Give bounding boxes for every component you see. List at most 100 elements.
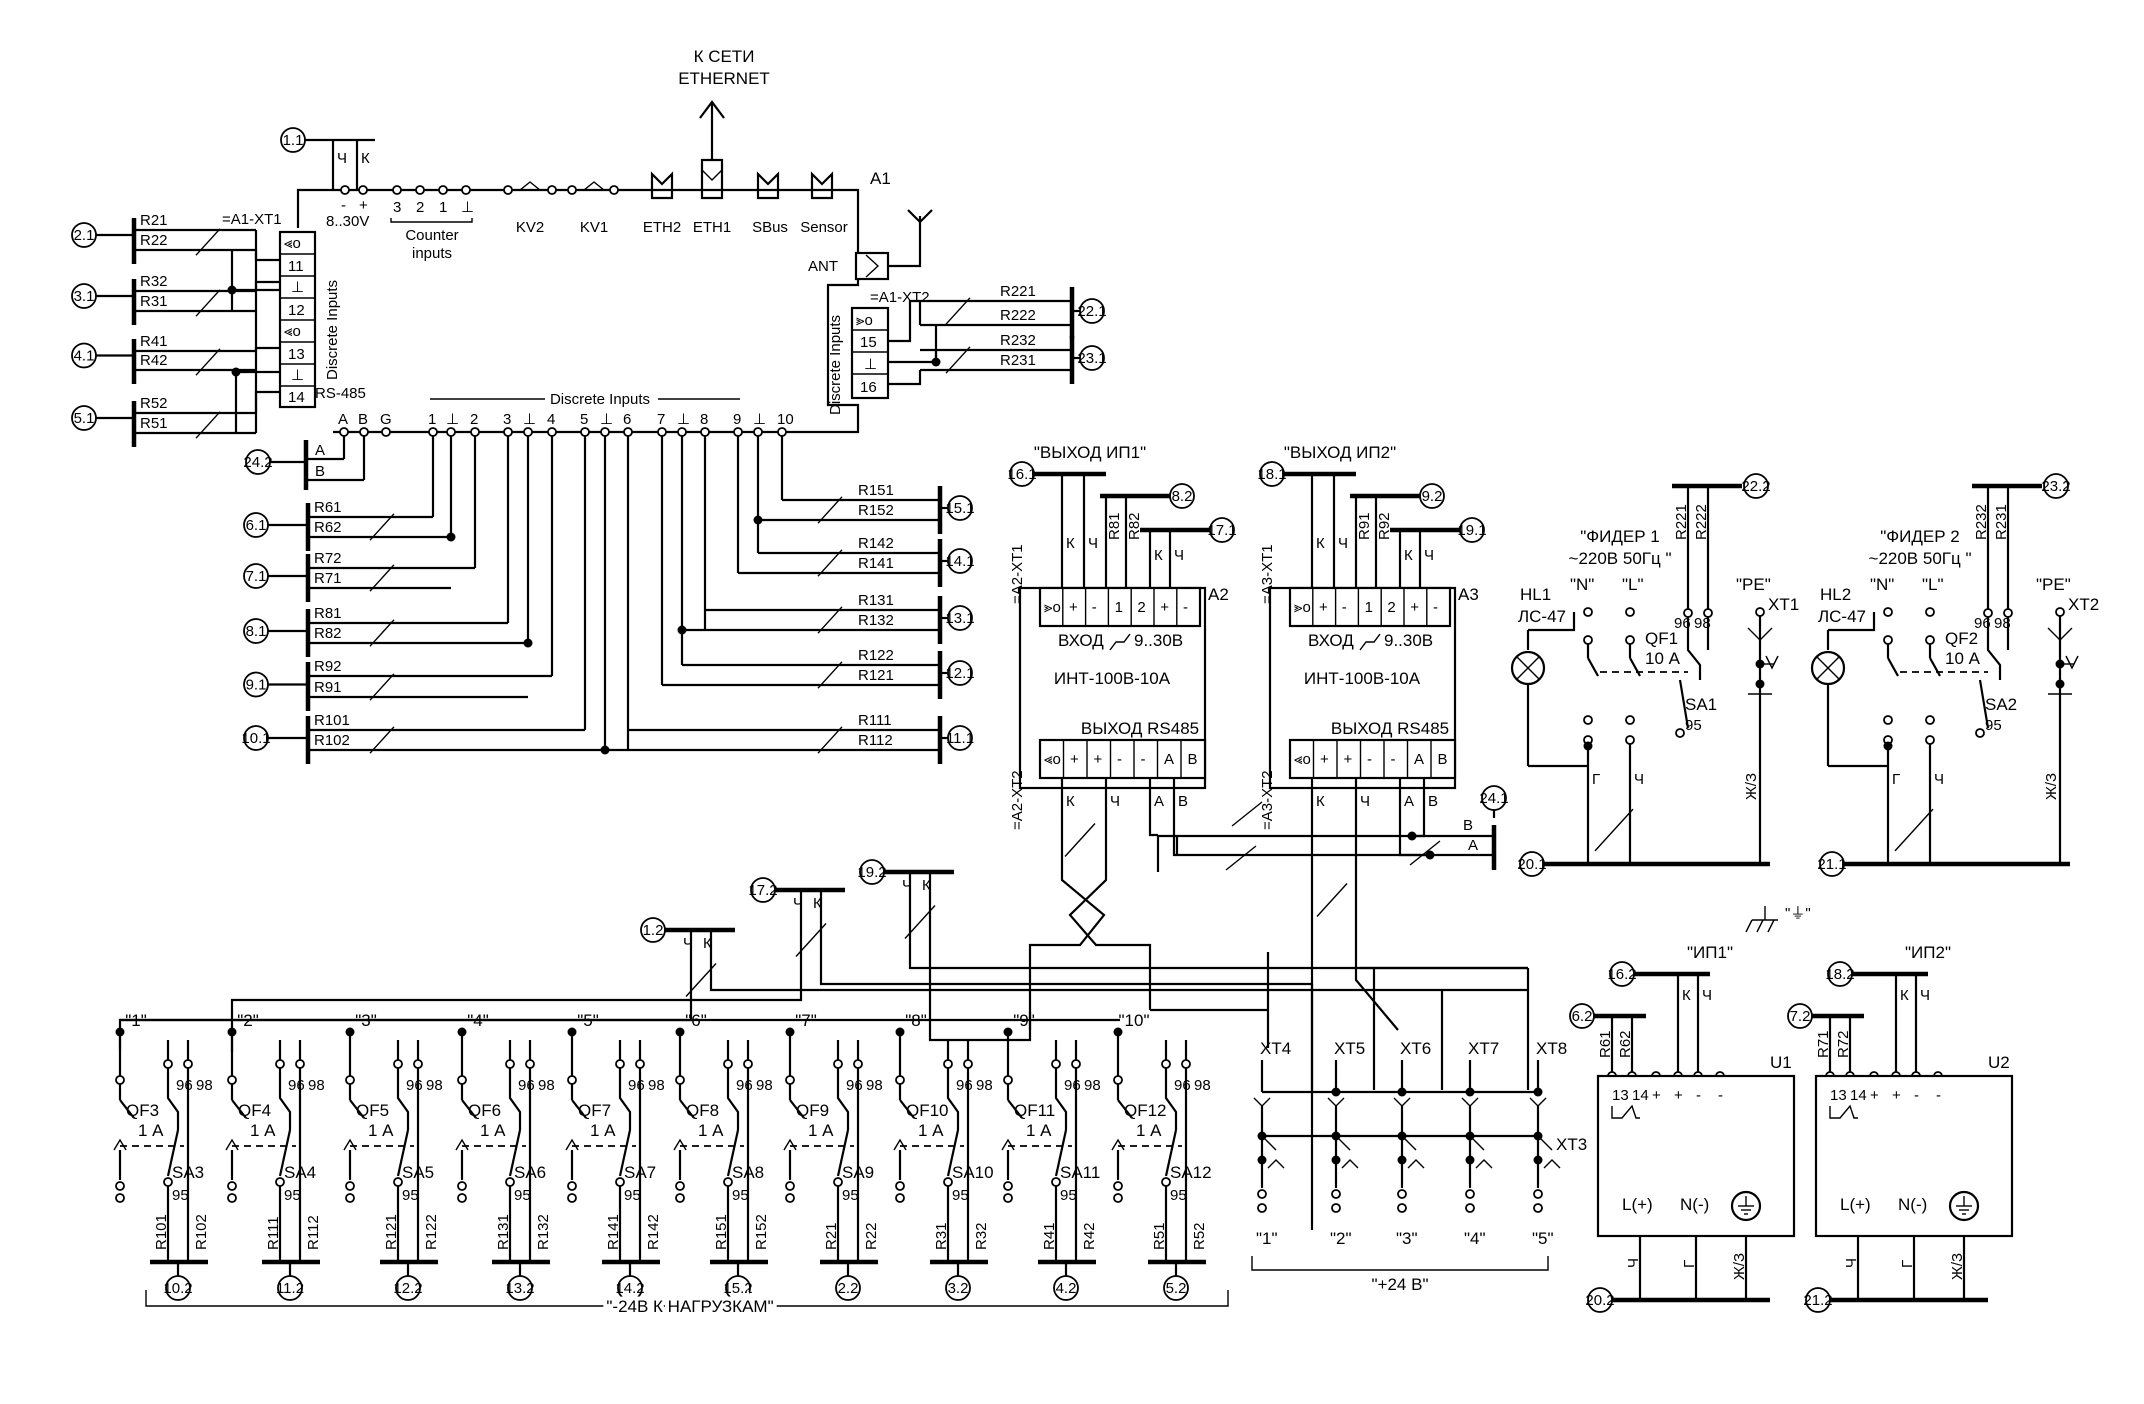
ref-1.2: 1.2 (640, 917, 666, 943)
wire-zh: Ж/З (1743, 773, 1760, 800)
term-out: "3" (1396, 1229, 1418, 1248)
res2: R92 (1376, 512, 1393, 540)
feeder-2: "ФИДЕР 2~220В 50Гц "HL2ЛС-47"N""L""PE"XT… (1810, 473, 2099, 877)
resistor-label: R141 (858, 555, 894, 572)
rs485-link-b: B (315, 463, 325, 480)
qf-label: QF7 (578, 1101, 611, 1120)
di-pin: 4 (547, 411, 555, 428)
xt1-pin-13: 13 (288, 346, 305, 363)
pin-96: 96 (846, 1077, 863, 1094)
resistor-label: R132 (858, 612, 894, 629)
out-pin: + (1320, 751, 1329, 768)
wire-ch2: Ч (1424, 547, 1434, 564)
power-input: 1.1 Ч К - + 8..30V (280, 127, 375, 230)
feeder-title-2: ~220В 50Гц " (1569, 549, 1672, 568)
wire-k: К (1066, 535, 1075, 552)
ref-label: 3.1 (74, 288, 95, 305)
pin-98: 98 (976, 1077, 993, 1094)
res2: R22 (863, 1222, 880, 1250)
xt-label-XT8: XT8 (1536, 1039, 1567, 1058)
ref-6.2: 6.2 (1569, 1003, 1595, 1029)
feeder-title-2: ~220В 50Гц " (1869, 549, 1972, 568)
res1: R141 (605, 1214, 622, 1250)
pin-96: 96 (518, 1077, 535, 1094)
sa-pin: 95 (952, 1187, 969, 1204)
ref-label: 5.2 (1166, 1280, 1187, 1297)
feeder-title-1: "ФИДЕР 2 (1880, 527, 1960, 546)
int-xt2: =A3-XT2 (1259, 770, 1276, 830)
resistor-label: R22 (140, 232, 168, 249)
b-g: Г (1681, 1260, 1698, 1268)
ground-label: "⏚" (1785, 905, 1811, 922)
di-pin: ⊥ (600, 411, 613, 428)
in-pin: - (1183, 599, 1188, 616)
ref-21.2: 21.2 (1803, 1287, 1833, 1313)
in-connector: ⪢o (1044, 599, 1061, 616)
plus24-label: "+24 В" (1372, 1275, 1429, 1294)
out-pin: + (1344, 751, 1353, 768)
feeder-title-1: "ФИДЕР 1 (1580, 527, 1660, 546)
res2: R62 (1617, 1030, 1634, 1058)
res2: R42 (1081, 1222, 1098, 1250)
counter-label: Counter (405, 227, 458, 244)
res2: R222 (1693, 504, 1710, 540)
b-ch: Ч (1625, 1258, 1642, 1268)
out-connector: ⪡o (1044, 751, 1061, 768)
branch-num: "5" (577, 1011, 599, 1030)
counter-label-2: inputs (412, 245, 452, 262)
pol: + (1652, 1087, 1661, 1104)
ref-label: 14.2 (615, 1280, 644, 1297)
pin-98: 98 (1194, 1077, 1211, 1094)
bot-wire: К (1066, 793, 1075, 810)
ant-label: ANT (808, 258, 838, 275)
term-out: "2" (1330, 1229, 1352, 1248)
ref-label: 11.1 (946, 730, 974, 747)
ref-22.1: 22.1 (1077, 298, 1107, 324)
port-eth1: ETH1 (693, 219, 731, 236)
branch-num: "3" (355, 1011, 377, 1030)
ref-3.2: 3.2 (945, 1275, 971, 1301)
di-vertical-wires (431, 436, 784, 755)
out-pin: A (1414, 751, 1424, 768)
int-in-label: ВХОД (1058, 631, 1104, 650)
qf-label: QF12 (1124, 1101, 1167, 1120)
sa-label: SA12 (1170, 1163, 1212, 1182)
pol: - (1696, 1087, 1701, 1104)
xt2-pin-15: 15 (860, 334, 877, 351)
pol: - (1718, 1087, 1723, 1104)
rs485-link: 24.2 A B (243, 436, 366, 490)
ref-label: 8.2 (1172, 488, 1193, 505)
ref-label: 8.1 (246, 623, 267, 640)
ref-13.1: 13.1 (945, 605, 975, 631)
ref-10.1: 10.1 (241, 725, 271, 751)
rs485-pin-a: A (338, 411, 348, 428)
resistor-label: R41 (140, 333, 168, 350)
ref-label: 10.2 (163, 1280, 192, 1297)
ref-12.2: 12.2 (393, 1275, 423, 1301)
relay-kv2-label: KV2 (516, 219, 544, 236)
in-pin: - (1342, 599, 1347, 616)
ref-label: 16.1 (1007, 466, 1036, 483)
res1: R71 (1815, 1030, 1832, 1058)
load-bus-bracket: "-24В К НАГРУЗКАМ" (145, 1290, 1229, 1320)
pol: - (1936, 1087, 1941, 1104)
ref-12.1: 12.1 (945, 660, 975, 686)
res2: R122 (423, 1214, 440, 1250)
psu-l: L(+) (1622, 1195, 1653, 1214)
xt-label: XT2 (2068, 595, 2099, 614)
ref-7.1: 7.1 (243, 563, 269, 589)
qf-label: QF8 (686, 1101, 719, 1120)
a1-ref: A1 (870, 169, 891, 188)
sa-pin: 95 (1985, 717, 2002, 734)
